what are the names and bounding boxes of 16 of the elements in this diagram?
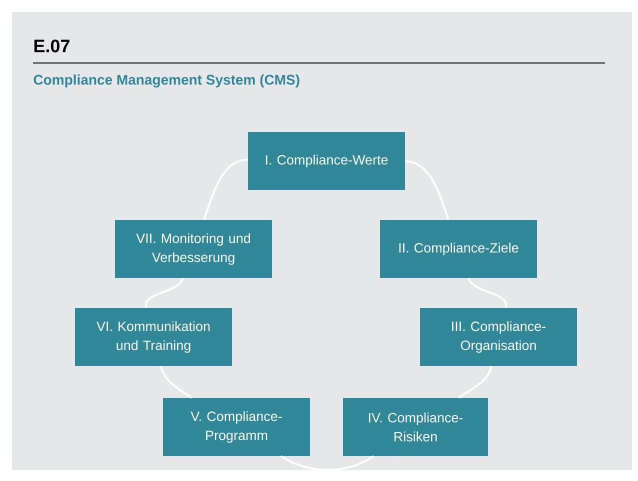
- process-box: II. Compliance-Ziele: [380, 220, 537, 278]
- ring-arc: [203, 158, 248, 220]
- process-box: III. Compliance-Organisation: [420, 308, 577, 366]
- process-box: V. Compliance-Programm: [163, 398, 310, 456]
- process-box: VII. Monitoring und Verbesserung: [115, 220, 272, 278]
- ring-arc: [468, 278, 507, 308]
- process-box: IV. Compliance-Risiken: [343, 398, 488, 456]
- process-box: I. Compliance-Werte: [248, 132, 405, 190]
- ring-arc: [458, 366, 493, 399]
- subheading: Compliance Management System (CMS): [34, 74, 300, 88]
- heading: E.07: [34, 40, 70, 52]
- ring-arc: [405, 160, 450, 220]
- ring-arc: [145, 278, 184, 308]
- process-box: VI. Kommunikation und Training: [75, 308, 232, 366]
- ring-arc: [160, 366, 192, 399]
- ring-arc: [280, 455, 374, 471]
